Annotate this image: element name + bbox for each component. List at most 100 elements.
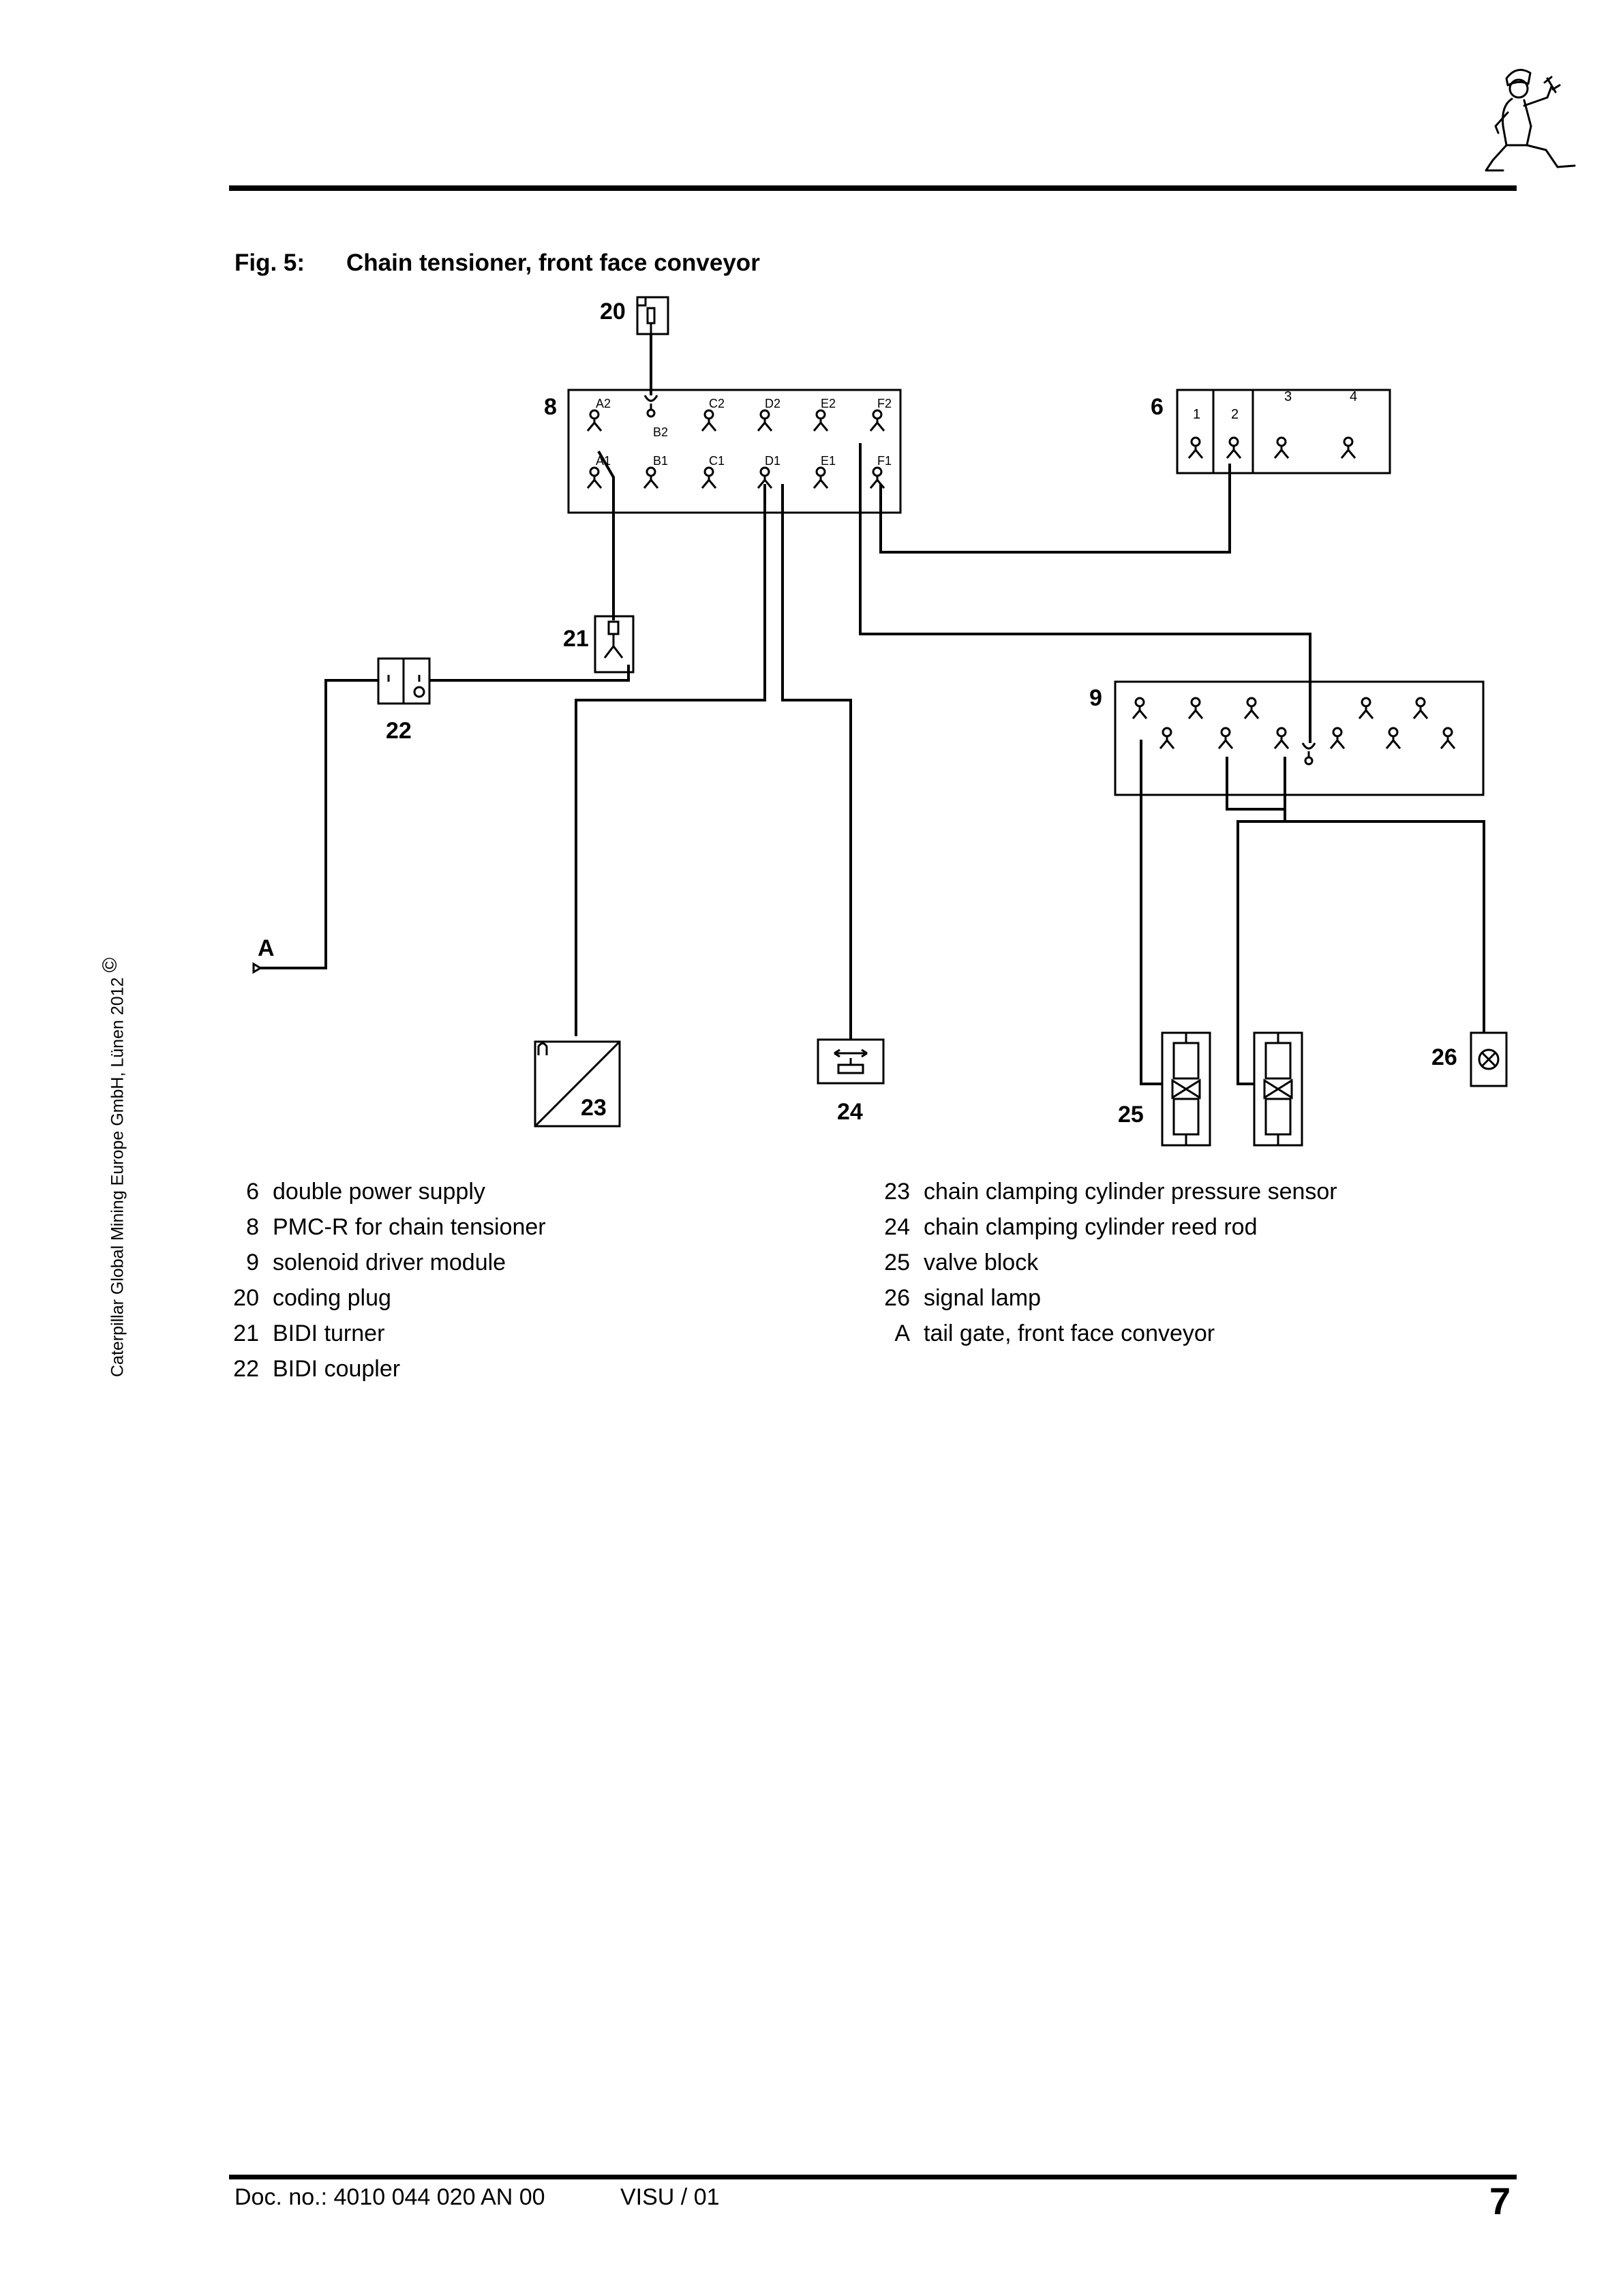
connector-pin-icon bbox=[1273, 436, 1290, 459]
header-rule bbox=[229, 185, 1517, 191]
wire-22-to-A bbox=[259, 679, 378, 969]
connector-pin-icon bbox=[1187, 697, 1204, 719]
port-label-E2: E2 bbox=[821, 397, 836, 410]
connector-pin-icon bbox=[1340, 436, 1356, 459]
port-label-A1: A1 bbox=[596, 454, 611, 468]
component-label-6: 6 bbox=[1151, 394, 1164, 420]
component-label-25: 25 bbox=[1118, 1102, 1144, 1128]
wire-8A1-to-21 bbox=[597, 450, 615, 620]
component-label-21: 21 bbox=[563, 626, 589, 652]
power-supply-port-labels: 1 2 3 4 bbox=[1193, 389, 1357, 422]
wire-9-to-25a bbox=[1140, 740, 1162, 1085]
component-label-23: 23 bbox=[581, 1095, 607, 1121]
copyright-text: Caterpillar Global Mining Europe GmbH, L… bbox=[108, 977, 127, 1377]
figure-number: Fig. 5: bbox=[234, 250, 305, 276]
port-label-F1: F1 bbox=[877, 454, 892, 468]
component-label-22: 22 bbox=[386, 718, 412, 744]
connector-pin-icon bbox=[1412, 697, 1429, 719]
port-label-E1: E1 bbox=[821, 454, 836, 468]
solenoid-driver-module-9 bbox=[1114, 680, 1485, 796]
connector-pin-icon bbox=[1385, 727, 1401, 749]
component-label-24: 24 bbox=[837, 1099, 863, 1125]
page-number: 7 bbox=[1489, 2179, 1511, 2222]
connector-pin-icon bbox=[1226, 436, 1242, 459]
port-label-D2: D2 bbox=[765, 397, 780, 410]
kneeling-worker-with-wrench-icon bbox=[1485, 69, 1576, 172]
copyright-notice: Caterpillar Global Mining Europe GmbH, L… bbox=[99, 957, 127, 1377]
component-label-20: 20 bbox=[600, 299, 626, 324]
wire-9-to-25c bbox=[1237, 809, 1286, 1085]
port-label-C2: C2 bbox=[709, 397, 725, 410]
wire-9-to-26 bbox=[1254, 820, 1485, 1033]
port-label-D1: D1 bbox=[765, 454, 780, 468]
doc-version: VISU / 01 bbox=[620, 2184, 720, 2210]
copyright-symbol: © bbox=[99, 957, 121, 973]
component-label-8: 8 bbox=[544, 394, 557, 420]
reed-rod-24 bbox=[817, 1038, 885, 1085]
wires bbox=[259, 334, 1485, 1085]
connector-pin-icon bbox=[813, 466, 829, 489]
port-label-2: 2 bbox=[1231, 407, 1239, 422]
connector-pin-icon bbox=[643, 466, 659, 489]
doc-number: Doc. no.: 4010 044 020 AN 00 bbox=[234, 2184, 545, 2210]
connector-pin-icon bbox=[1440, 727, 1456, 749]
footer-rule bbox=[229, 2175, 1517, 2179]
connector-socket-icon bbox=[643, 395, 658, 418]
connector-pin-icon bbox=[1329, 727, 1346, 749]
connector-pin-icon bbox=[757, 409, 773, 432]
connector-pin-icon bbox=[586, 409, 603, 432]
connector-pin-icon bbox=[1358, 697, 1374, 719]
bidi-coupler-22 bbox=[377, 657, 431, 705]
connector-pin-icon bbox=[1273, 727, 1290, 749]
tail-gate-arrow-icon bbox=[252, 962, 273, 974]
wire-8F1-to-6 bbox=[879, 464, 1231, 554]
port-label-F2: F2 bbox=[877, 397, 892, 410]
connector-pin-icon bbox=[701, 409, 717, 432]
connector-pin-icon bbox=[586, 466, 603, 489]
signal-lamp-26 bbox=[1470, 1031, 1508, 1087]
pmc-r-module-8 bbox=[567, 389, 902, 514]
valve-block-25 bbox=[1161, 1031, 1303, 1147]
solenoid-driver-connectors bbox=[1132, 697, 1456, 766]
port-label-A2: A2 bbox=[596, 397, 611, 410]
port-label-B2: B2 bbox=[653, 425, 668, 439]
wire-8D1-to-23 bbox=[575, 484, 766, 1036]
component-label-9: 9 bbox=[1089, 685, 1102, 711]
coding-plug-20 bbox=[636, 296, 669, 335]
connector-pin-icon bbox=[869, 466, 885, 489]
wire-21-to-22 bbox=[429, 665, 630, 682]
connector-pin-icon bbox=[701, 466, 717, 489]
double-power-supply-6 bbox=[1176, 389, 1391, 474]
connector-pin-icon bbox=[813, 409, 829, 432]
connector-pin-icon bbox=[757, 466, 773, 489]
wire-9-to-25b bbox=[1226, 757, 1286, 811]
pmc-r-connectors bbox=[586, 395, 885, 489]
component-label-26: 26 bbox=[1431, 1044, 1457, 1070]
connector-pin-icon bbox=[1243, 697, 1260, 719]
port-label-B1: B1 bbox=[653, 454, 668, 468]
port-label-C1: C1 bbox=[709, 454, 725, 468]
connector-pin-icon bbox=[869, 409, 885, 432]
wire-8D-to-24 bbox=[781, 484, 852, 1040]
port-label-1: 1 bbox=[1193, 407, 1200, 422]
connector-pin-icon bbox=[1132, 697, 1148, 719]
pmc-r-port-labels: A2 B2 C2 D2 E2 F2 A1 B1 C1 D1 E1 F1 bbox=[596, 397, 892, 468]
component-label-A: A bbox=[258, 935, 275, 961]
pressure-sensor-23 bbox=[534, 1040, 621, 1128]
connector-pin-icon bbox=[1217, 727, 1234, 749]
connector-socket-icon bbox=[1301, 742, 1316, 766]
